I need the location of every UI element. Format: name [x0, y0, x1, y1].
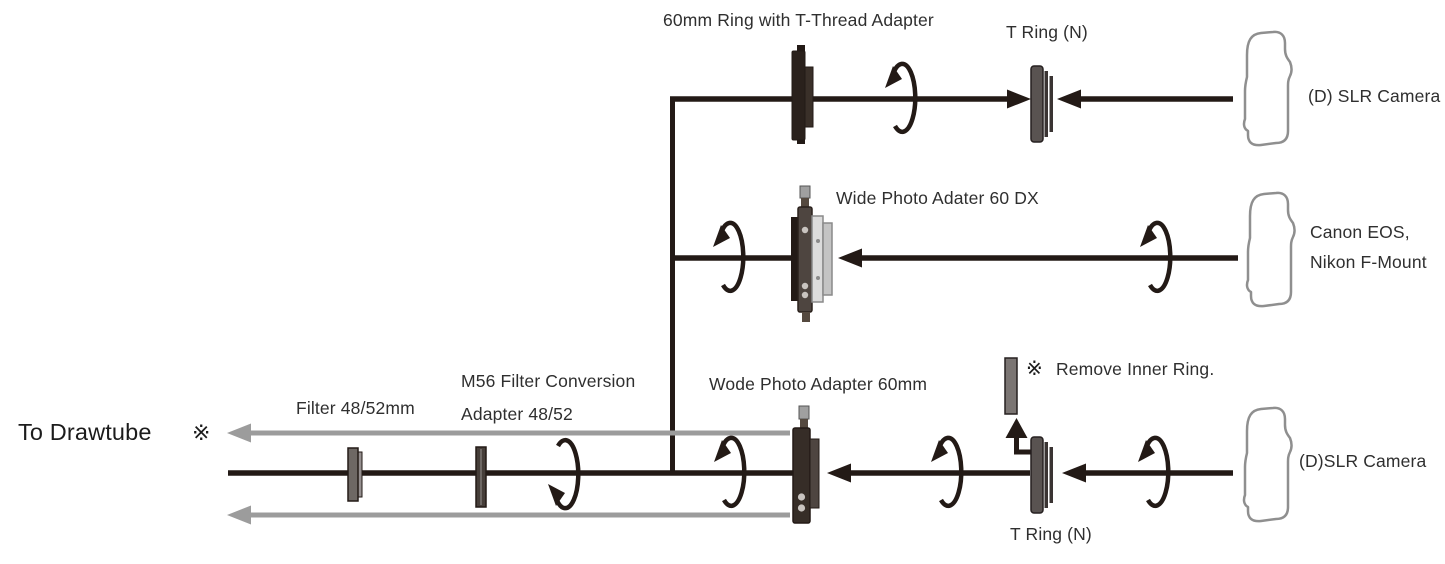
drawtube-reference-mark: ※ [192, 420, 211, 445]
m56-label-line1: M56 Filter Conversion [461, 371, 636, 391]
remove-reference-mark: ※ [1026, 358, 1043, 380]
elbow-up-head [1005, 418, 1028, 438]
filter-glyph [347, 447, 363, 502]
bottom-camera-arrow-head [1062, 463, 1086, 483]
adapter-flange [809, 438, 820, 509]
adapter-knob-stem [801, 198, 809, 210]
filter-body [347, 447, 359, 502]
top-camera-label: (D) SLR Camera [1308, 86, 1441, 106]
mid-camera-arrow-head [838, 248, 862, 268]
adapter-knob [799, 185, 811, 199]
remove-inner-ring-arrow [1005, 418, 1032, 455]
adapter-tab-top [797, 45, 805, 52]
adapter-left-strip [791, 217, 798, 301]
adapter-body [791, 50, 806, 141]
screw-dot [816, 239, 820, 243]
top-t-ring-glyph [1030, 65, 1054, 143]
top-camera-arrow-head [1057, 89, 1081, 109]
screw [801, 291, 809, 299]
bottom-adapter-label: Wode Photo Adapter 60mm [709, 374, 928, 394]
mid-adapter-label: Wide Photo Adater 60 DX [836, 188, 1039, 208]
screw [797, 493, 806, 501]
top-arrow-to-tring-head [1007, 89, 1031, 109]
top-slr-camera-outline [1242, 30, 1293, 147]
60mm-ring-adapter-glyph [791, 45, 814, 144]
bottom-t-ring-label: T Ring (N) [1010, 524, 1092, 544]
top-t-ring-label: T Ring (N) [1006, 22, 1088, 42]
screw [801, 226, 809, 234]
filter-label: Filter 48/52mm [296, 398, 415, 418]
mid-slr-camera-outline [1245, 191, 1296, 308]
to-drawtube-label: To Drawtube [18, 419, 152, 445]
adapter-flange [804, 66, 814, 128]
mid-camera-label-line1: Canon EOS, [1310, 222, 1410, 242]
bottom-slr-camera-outline [1242, 406, 1293, 523]
drawtube-return-arrows [227, 423, 790, 525]
mid-camera-label-line2: Nikon F-Mount [1310, 252, 1427, 272]
m56-label-line2: Adapter 48/52 [461, 404, 573, 424]
adapter-flange-inner [822, 222, 833, 296]
bottom-t-ring-glyph [1030, 436, 1054, 514]
adapter-bottom-stem [802, 312, 810, 322]
bottom-tring-arrow-head [827, 463, 851, 483]
adapter-knob-stem [800, 419, 808, 430]
gray-arrow-top-head [227, 423, 251, 443]
gray-arrow-bottom-head [227, 505, 251, 525]
screw-dot [816, 276, 820, 280]
m56-adapter-glyph [475, 446, 487, 508]
rotation-arrows [548, 64, 1170, 508]
attachment-arrows [827, 89, 1238, 483]
remove-inner-ring-label: Remove Inner Ring. [1056, 359, 1215, 379]
bottom-camera-label: (D)SLR Camera [1299, 451, 1427, 471]
top-adapter-label: 60mm Ring with T-Thread Adapter [663, 10, 934, 30]
wide-photo-adapter-60dx-glyph [791, 185, 833, 322]
adapter-knob [798, 405, 810, 420]
wode-photo-adapter-60mm-glyph [792, 405, 820, 524]
adapter-flange-outer [811, 215, 824, 303]
screw [801, 282, 809, 290]
screw [797, 504, 806, 512]
connection-lines [228, 96, 1011, 476]
inner-ring-glyph [1004, 357, 1018, 415]
